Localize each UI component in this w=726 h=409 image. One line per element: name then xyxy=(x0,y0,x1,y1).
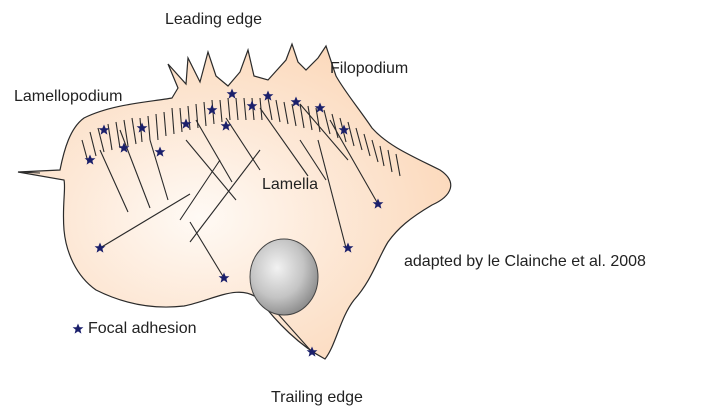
citation-text: adapted by le Clainche et al. 2008 xyxy=(404,254,646,270)
label-lamella: Lamella xyxy=(262,177,318,193)
label-leading-edge: Leading edge xyxy=(165,12,262,28)
label-filopodium: Filopodium xyxy=(330,61,408,77)
legend-label: Focal adhesion xyxy=(88,320,197,337)
label-lamellopodium: Lamellopodium xyxy=(14,89,123,105)
label-trailing-edge: Trailing edge xyxy=(271,390,363,406)
legend-star-icon xyxy=(73,324,84,334)
nucleus xyxy=(250,239,318,315)
legend-focal-adhesion: Focal adhesion xyxy=(88,321,197,337)
